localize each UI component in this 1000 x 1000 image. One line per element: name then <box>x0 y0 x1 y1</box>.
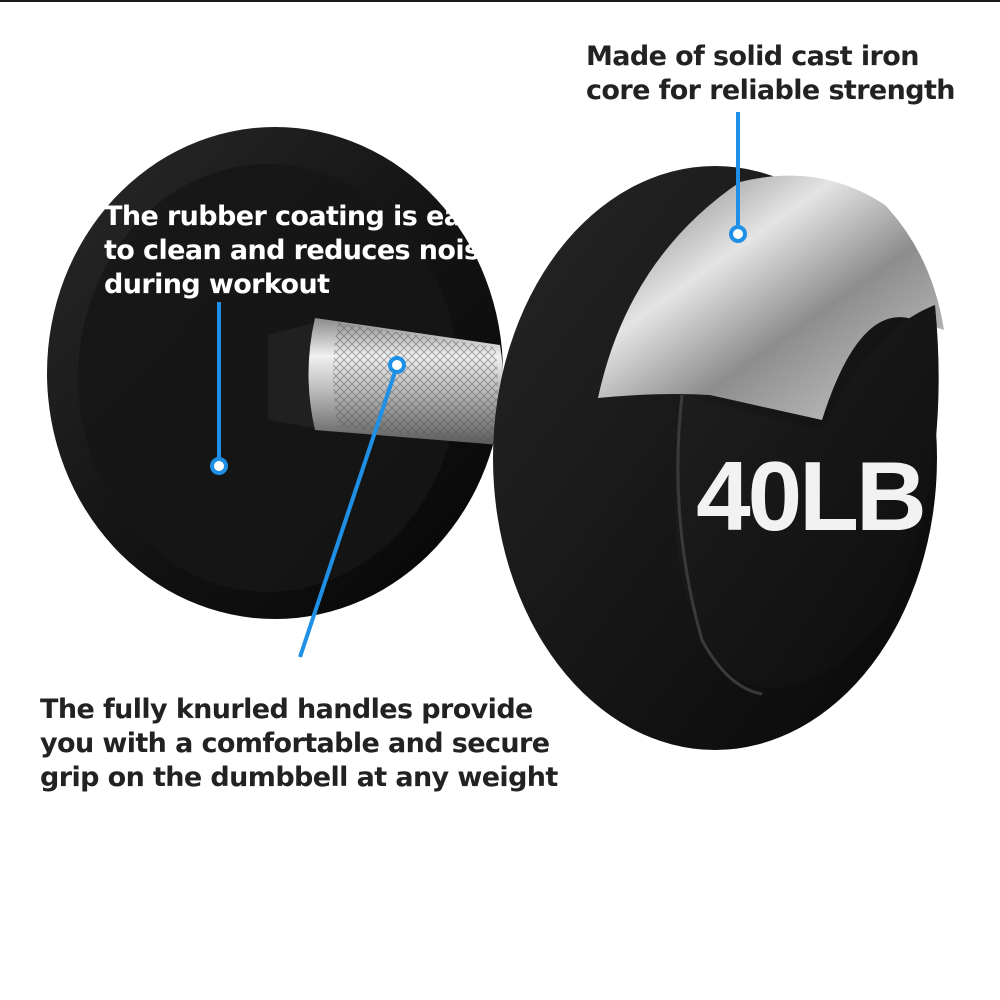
chrome-band <box>598 175 944 420</box>
dumbbell-handle <box>268 318 504 445</box>
callout-rubber-coating: The rubber coating is easy to clean and … <box>104 201 498 300</box>
pointer-handle-dot <box>388 356 406 374</box>
top-border-line <box>0 0 1000 2</box>
weight-label: 40LB <box>696 441 924 551</box>
front-face-rim-highlight <box>676 394 763 696</box>
callout-iron-core: Made of solid cast iron core for reliabl… <box>586 41 956 106</box>
front-face <box>674 305 939 689</box>
pointer-handle-line <box>298 368 398 658</box>
pointer-rubber-dot <box>210 457 228 475</box>
pointer-lines <box>210 112 747 658</box>
pointer-iron-dot <box>729 225 747 243</box>
front-plate <box>493 166 944 750</box>
handle-knurling <box>333 323 499 442</box>
callout-knurled-handle: The fully knurled handles provide you wi… <box>40 694 558 793</box>
